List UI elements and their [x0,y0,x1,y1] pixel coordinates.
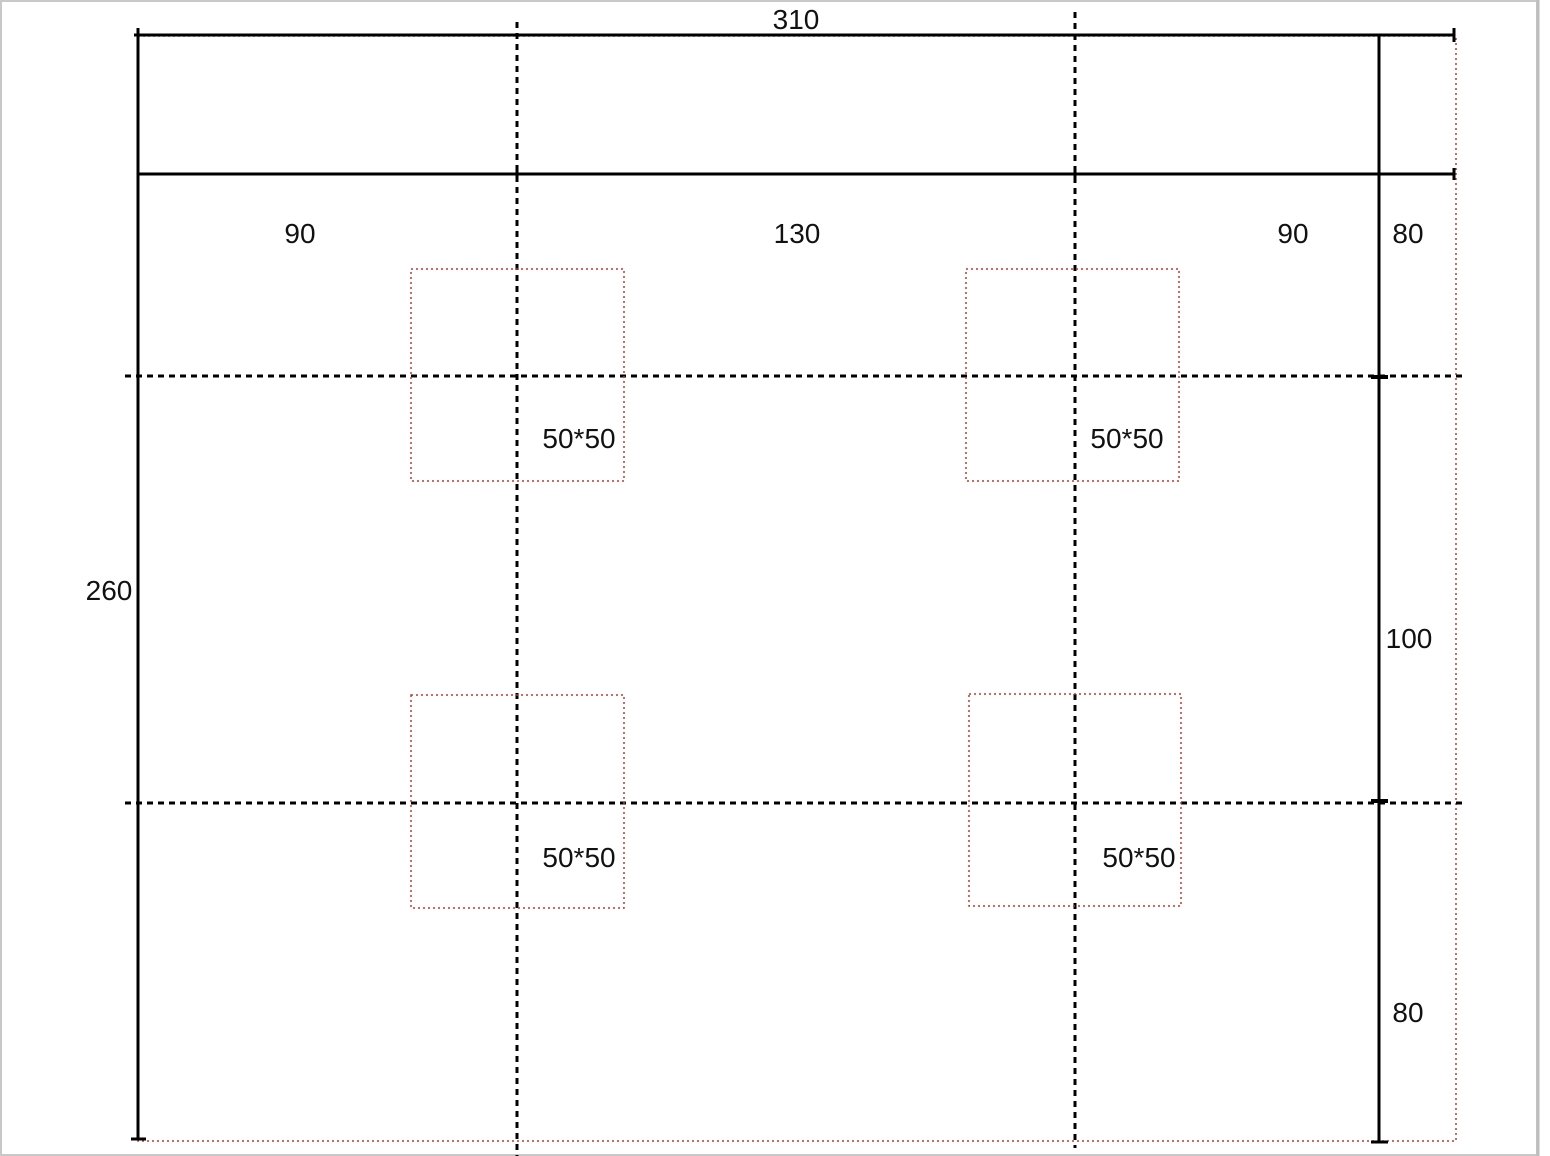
label-right-middle: 100 [1386,623,1433,654]
label-square-top-right: 50*50 [1090,423,1163,454]
square-bottom-right [968,693,1182,907]
label-square-bottom-right: 50*50 [1102,842,1175,873]
label-total-height: 260 [86,575,133,606]
label-square-top-left: 50*50 [542,423,615,454]
label-square-bottom-left: 50*50 [542,842,615,873]
square-bottom-left [410,694,625,909]
label-segment-middle: 130 [774,218,821,249]
label-right-bottom: 80 [1392,997,1423,1028]
label-right-top: 80 [1392,218,1423,249]
label-segment-left: 90 [284,218,315,249]
label-total-width: 310 [773,4,820,35]
square-top-left [410,268,625,482]
outer-boundary [137,35,1457,1142]
square-top-right [965,268,1180,482]
label-segment-right: 90 [1277,218,1308,249]
